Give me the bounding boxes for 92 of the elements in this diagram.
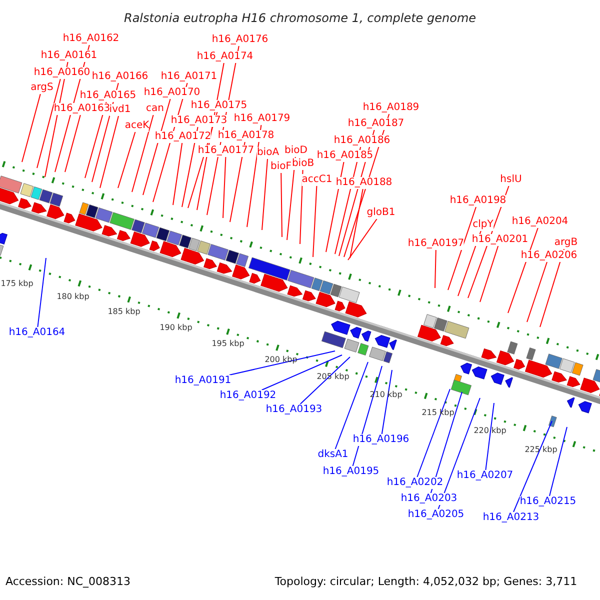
gene-label: h16_A0196: [352, 434, 410, 446]
gene-label: can: [146, 103, 164, 115]
scale-label: 180 kbp: [56, 291, 90, 303]
map-title: Ralstonia eutropha H16 chromosome 1, complete genome: [124, 12, 476, 24]
leader-line: [430, 392, 462, 494]
leader-line: [549, 426, 568, 496]
gene-label: h16_A0163: [54, 103, 110, 115]
gene-label: h16_A0205: [408, 509, 464, 521]
gene-label: h16_A0174: [196, 51, 254, 63]
scale-label: 220 kbp: [474, 425, 506, 437]
gene-label: h16_A0178: [218, 130, 274, 142]
footer-text: Topology: circular; Length: 4,052,032 bp; Genes: 3,711: [274, 576, 578, 588]
gene-label: h16_A0204: [512, 216, 568, 228]
leader-line: [526, 262, 548, 322]
gene-label: h16_A0192: [220, 390, 276, 402]
leader-line: [300, 356, 350, 404]
gene-label: h16_A0162: [62, 33, 120, 45]
gene-label: h16_A0203: [400, 493, 458, 505]
leader-line: [350, 188, 364, 258]
gene-label: h16_A0193: [266, 404, 322, 416]
leader-line: [228, 350, 336, 376]
leader-line: [348, 218, 378, 260]
gene-label: h16_A0164: [8, 327, 66, 339]
scale-label: 185 kbp: [108, 306, 140, 318]
gene-label: h16_A0172: [154, 131, 212, 143]
leader-line: [312, 186, 318, 258]
leader-line: [36, 78, 61, 168]
leader-line: [261, 354, 342, 390]
leader-line: [480, 246, 499, 302]
gene-label: h16_A0175: [190, 100, 248, 112]
gene-label: bioA: [256, 147, 280, 159]
gene-label: h16_A0176: [212, 34, 268, 46]
leader-line: [286, 156, 296, 240]
leader-line: [37, 258, 46, 328]
scale-label: 225 kbp: [524, 444, 558, 456]
gene-label: accC1: [302, 174, 332, 186]
gene-label: argS: [30, 82, 54, 94]
gene-label: argB: [554, 237, 578, 249]
leader-line: [280, 172, 282, 238]
gene-label: h16_A0189: [362, 102, 420, 114]
gene-label: gloB1: [366, 207, 396, 219]
gene-label: h16_A0170: [144, 87, 200, 99]
gene-label: h16_A0165: [80, 90, 136, 102]
gene-label: clpY: [472, 219, 494, 231]
gene-label: h16_A0215: [520, 496, 576, 508]
leader-line: [416, 388, 450, 478]
leader-line: [448, 206, 476, 290]
gene-label: h16_A0202: [386, 477, 444, 489]
leader-line: [262, 158, 268, 230]
gene-label: h16_A0188: [336, 177, 392, 189]
scale-label: 190 kbp: [160, 322, 192, 334]
gene-label: h16_A0191: [174, 375, 232, 387]
leader-line: [352, 366, 382, 466]
leader-line: [64, 114, 81, 172]
gene-label: h16_A0195: [322, 466, 380, 478]
scale-label: 175 kbp: [0, 278, 34, 290]
leader-line: [118, 132, 136, 188]
leader-line: [222, 156, 226, 218]
gene-label: h16_A0207: [456, 470, 514, 482]
leader-line: [22, 94, 41, 162]
gene-label: h16_A0197: [408, 238, 464, 250]
gene-label: hslU: [500, 174, 522, 186]
leader-line: [172, 142, 183, 206]
gene-label: h16_A0171: [160, 71, 218, 83]
gene-label: aceK: [124, 120, 150, 132]
leader-line: [485, 402, 494, 470]
gene-label: h16_A0198: [450, 195, 506, 207]
gene-label: bioB: [292, 158, 314, 170]
leader-line: [132, 114, 154, 192]
gene-label: h16_A0179: [234, 113, 290, 125]
footer-text: Accession: NC_008313: [5, 576, 131, 588]
leader-line: [438, 398, 480, 510]
gene-label: h16_A0206: [520, 250, 578, 262]
scale-label: 195 kbp: [212, 338, 244, 350]
gene-label: h16_A0161: [40, 50, 98, 62]
leader-line: [100, 116, 119, 188]
gene-label: h16_A0166: [92, 71, 148, 83]
gene-label: h16_A0201: [472, 234, 528, 246]
leader-line: [142, 98, 171, 196]
gene-label: h16_A0185: [316, 150, 374, 162]
gene-label: h16_A0177: [198, 145, 254, 157]
gene-label: h16_A0186: [334, 135, 390, 147]
leader-line: [381, 370, 392, 434]
leader-line: [334, 362, 368, 450]
gene-label: h16_A0187: [348, 118, 404, 130]
leader-line: [513, 420, 552, 512]
gene-label: h16_A0160: [34, 67, 90, 79]
gene-label: h16_A0213: [482, 512, 540, 524]
gene-label: h16_A0173: [170, 115, 228, 127]
gene-label: ivd1: [109, 104, 131, 116]
leader-line: [434, 250, 436, 288]
leader-line: [326, 162, 344, 252]
